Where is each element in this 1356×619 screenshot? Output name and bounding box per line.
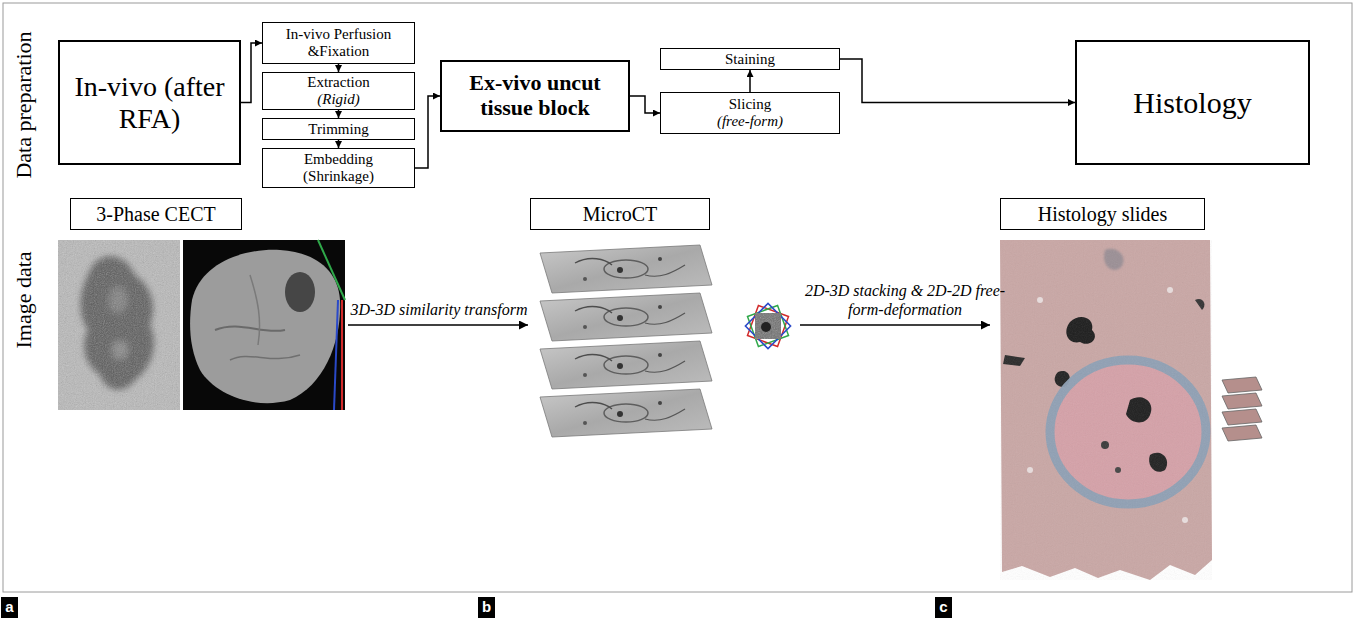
process-box: Extraction(Rigid) [262, 72, 415, 110]
flow-arrow [415, 96, 440, 168]
label-text: Data preparation [11, 31, 36, 178]
node-text: (free-form) [717, 113, 783, 130]
node-text: MicroCT [583, 203, 657, 225]
node-text: Histology [1133, 86, 1251, 120]
label-text: 2D-3D stacking & 2D-2D free-form-deforma… [805, 282, 1005, 317]
process-box: Slicing(free-form) [660, 92, 840, 134]
node-text: 3-Phase CECT [96, 203, 215, 225]
modality-heading: MicroCT [530, 198, 710, 230]
node-text: (Rigid) [317, 91, 360, 108]
arrow-label: 2D-3D stacking & 2D-2D free-form-deforma… [790, 282, 1020, 319]
node-text: Extraction [307, 74, 369, 91]
volume-icon [745, 303, 790, 348]
arrow-label: 3D-3D similarity transform [345, 301, 533, 319]
flow-arrow [241, 43, 262, 103]
label-text: 3D-3D similarity transform [351, 301, 528, 318]
cect-zoom-image [58, 240, 180, 410]
row-label: Image data [11, 200, 37, 400]
panel-tag: c [935, 597, 952, 618]
registration-arrow [348, 324, 528, 326]
node-text: Staining [725, 51, 775, 68]
node-text: In-vivo Perfusion &Fixation [268, 26, 409, 60]
node-text: Histology slides [1038, 203, 1167, 225]
panel-tag: a [1, 597, 18, 618]
node-text: Slicing [729, 96, 772, 113]
node-text: Ex-vivo uncut tissue block [448, 71, 622, 120]
slide-stack-icon [1222, 377, 1262, 441]
registration-arrow [800, 324, 990, 326]
node-text: a [5, 599, 13, 616]
process-box: Staining [660, 48, 840, 70]
stage-box: Histology [1075, 40, 1310, 165]
panel-tag: b [478, 597, 495, 618]
flow-arrow [630, 96, 660, 113]
node-text: Embedding (Shrinkage) [268, 151, 409, 185]
flow-arrow [338, 64, 340, 72]
process-box: Embedding (Shrinkage) [262, 148, 415, 188]
figure-frame [3, 3, 1352, 592]
flow-arrow [840, 59, 1075, 103]
node-text: c [939, 599, 947, 616]
modality-heading: 3-Phase CECT [70, 198, 242, 230]
flow-arrow [338, 110, 340, 118]
stage-box: In-vivo (after RFA) [58, 40, 241, 165]
modality-heading: Histology slides [1000, 198, 1205, 230]
row-label: Data preparation [11, 5, 37, 205]
process-box: Trimming [262, 118, 415, 140]
liver-ct-image [183, 240, 345, 410]
flow-arrow [749, 70, 751, 92]
label-text: Image data [11, 251, 36, 348]
microct-stack [540, 245, 712, 437]
process-box: In-vivo Perfusion &Fixation [262, 22, 415, 64]
stage-box: Ex-vivo uncut tissue block [440, 60, 630, 132]
histology-slide-image [1000, 240, 1212, 580]
node-text: In-vivo (after RFA) [66, 71, 233, 134]
flow-arrow [338, 140, 340, 148]
node-text: Trimming [308, 121, 368, 138]
node-text: b [482, 599, 491, 616]
